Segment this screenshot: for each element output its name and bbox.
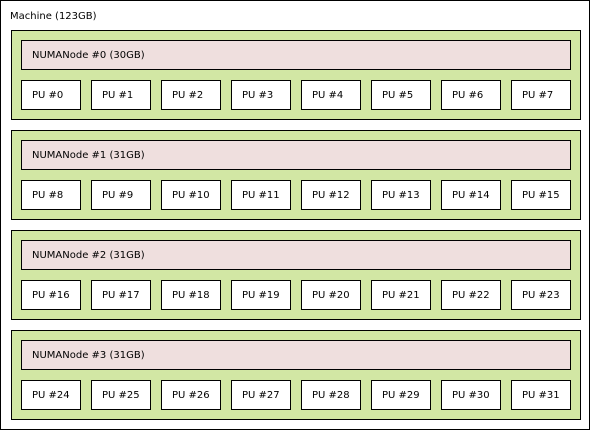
numa-node-label: NUMANode #1 (31GB) xyxy=(32,150,145,161)
pu-box: PU #17 xyxy=(91,280,151,310)
pu-box: PU #29 xyxy=(371,380,431,410)
pu-box: PU #1 xyxy=(91,80,151,110)
pu-label: PU #18 xyxy=(172,290,210,301)
pu-label: PU #22 xyxy=(452,290,490,301)
pu-box: PU #27 xyxy=(231,380,291,410)
pu-box: PU #5 xyxy=(371,80,431,110)
pu-label: PU #15 xyxy=(522,190,560,201)
pu-box: PU #9 xyxy=(91,180,151,210)
pu-label: PU #2 xyxy=(172,90,204,101)
pu-label: PU #0 xyxy=(32,90,64,101)
pu-box: PU #24 xyxy=(21,380,81,410)
pu-label: PU #29 xyxy=(382,390,420,401)
numa-node-1: NUMANode #1 (31GB) xyxy=(21,140,571,170)
pu-box: PU #15 xyxy=(511,180,571,210)
pu-box: PU #16 xyxy=(21,280,81,310)
package-1: NUMANode #1 (31GB) PU #8 PU #9 PU #10 PU… xyxy=(11,130,581,220)
pu-box: PU #12 xyxy=(301,180,361,210)
numa-node-label: NUMANode #0 (30GB) xyxy=(32,50,145,61)
pu-box: PU #31 xyxy=(511,380,571,410)
pu-box: PU #8 xyxy=(21,180,81,210)
machine-label: Machine (123GB) xyxy=(10,11,97,22)
pu-label: PU #30 xyxy=(452,390,490,401)
pu-label: PU #1 xyxy=(102,90,134,101)
pu-box: PU #14 xyxy=(441,180,501,210)
pu-box: PU #19 xyxy=(231,280,291,310)
pu-box: PU #6 xyxy=(441,80,501,110)
pu-label: PU #16 xyxy=(32,290,70,301)
pu-box: PU #30 xyxy=(441,380,501,410)
pu-label: PU #12 xyxy=(312,190,350,201)
pu-box: PU #25 xyxy=(91,380,151,410)
numa-node-label: NUMANode #2 (31GB) xyxy=(32,250,145,261)
pu-label: PU #17 xyxy=(102,290,140,301)
pu-label: PU #11 xyxy=(242,190,280,201)
pu-label: PU #9 xyxy=(102,190,134,201)
pu-label: PU #24 xyxy=(32,390,70,401)
pu-label: PU #21 xyxy=(382,290,420,301)
package-0: NUMANode #0 (30GB) PU #0 PU #1 PU #2 PU … xyxy=(11,30,581,120)
pu-label: PU #19 xyxy=(242,290,280,301)
pu-label: PU #23 xyxy=(522,290,560,301)
pu-box: PU #10 xyxy=(161,180,221,210)
pu-label: PU #31 xyxy=(522,390,560,401)
pu-label: PU #6 xyxy=(452,90,484,101)
pu-label: PU #27 xyxy=(242,390,280,401)
pu-box: PU #22 xyxy=(441,280,501,310)
numa-node-2: NUMANode #2 (31GB) xyxy=(21,240,571,270)
pu-label: PU #7 xyxy=(522,90,554,101)
pu-box: PU #4 xyxy=(301,80,361,110)
pu-box: PU #2 xyxy=(161,80,221,110)
pu-box: PU #26 xyxy=(161,380,221,410)
pu-label: PU #28 xyxy=(312,390,350,401)
pu-label: PU #4 xyxy=(312,90,344,101)
package-2: NUMANode #2 (31GB) PU #16 PU #17 PU #18 … xyxy=(11,230,581,320)
pu-box: PU #7 xyxy=(511,80,571,110)
pu-label: PU #8 xyxy=(32,190,64,201)
pu-box: PU #13 xyxy=(371,180,431,210)
pu-box: PU #18 xyxy=(161,280,221,310)
pu-label: PU #10 xyxy=(172,190,210,201)
pu-label: PU #13 xyxy=(382,190,420,201)
pu-label: PU #20 xyxy=(312,290,350,301)
pu-box: PU #28 xyxy=(301,380,361,410)
pu-label: PU #5 xyxy=(382,90,414,101)
pu-label: PU #3 xyxy=(242,90,274,101)
pu-box: PU #21 xyxy=(371,280,431,310)
pu-box: PU #11 xyxy=(231,180,291,210)
numa-node-0: NUMANode #0 (30GB) xyxy=(21,40,571,70)
numa-node-label: NUMANode #3 (31GB) xyxy=(32,350,145,361)
pu-box: PU #0 xyxy=(21,80,81,110)
pu-box: PU #23 xyxy=(511,280,571,310)
pu-box: PU #20 xyxy=(301,280,361,310)
pu-label: PU #14 xyxy=(452,190,490,201)
numa-node-3: NUMANode #3 (31GB) xyxy=(21,340,571,370)
pu-label: PU #25 xyxy=(102,390,140,401)
pu-box: PU #3 xyxy=(231,80,291,110)
pu-label: PU #26 xyxy=(172,390,210,401)
package-3: NUMANode #3 (31GB) PU #24 PU #25 PU #26 … xyxy=(11,330,581,420)
